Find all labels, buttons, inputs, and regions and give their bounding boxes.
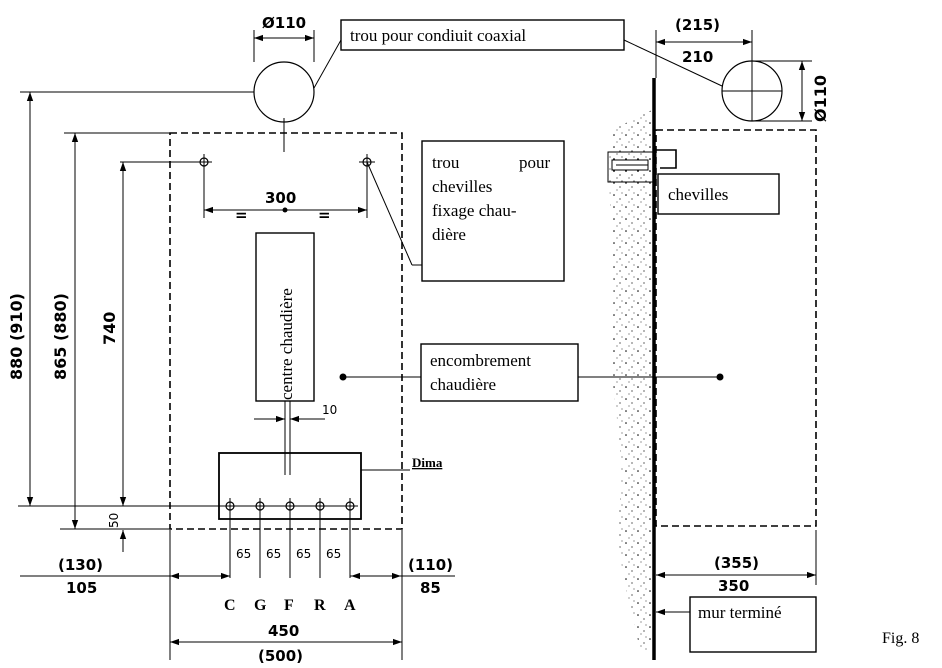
finished-wall-label: mur terminé xyxy=(698,603,782,622)
equal-mark-right: = xyxy=(318,206,331,224)
height-865: 865 (880) xyxy=(51,293,70,380)
boiler-centre-label: centre chaudière xyxy=(277,288,296,400)
wall-to-flue-top: (215) xyxy=(675,16,720,34)
connection-g: G xyxy=(254,597,267,614)
footprint-text-1: encombrement xyxy=(430,351,531,370)
wall-to-flue-bottom: 210 xyxy=(682,48,713,66)
coaxial-callout: trou pour condiuit coaxial xyxy=(313,19,723,89)
spacing-65-3: 65 xyxy=(296,547,311,561)
depth-top: (355) xyxy=(714,554,759,572)
footprint-text-2: chaudière xyxy=(430,375,496,394)
height-880: 880 (910) xyxy=(7,293,26,380)
anchor-hole-text-1: trou xyxy=(432,153,460,172)
connection-r: R xyxy=(314,597,326,614)
anchor-hole-text-2: chevilles xyxy=(432,177,492,196)
anchor-hole-text-1b: pour xyxy=(519,153,551,172)
equal-mark-left: = xyxy=(235,206,248,224)
connection-a: A xyxy=(344,597,356,614)
spacing-65-2: 65 xyxy=(266,547,281,561)
figure-label: Fig. 8 xyxy=(882,630,919,647)
right-margin-top: (110) xyxy=(408,556,453,574)
connection-c: C xyxy=(224,597,236,614)
height-740: 740 xyxy=(100,312,119,345)
footprint-callout: encombrement chaudière xyxy=(339,343,724,402)
width-450: 450 xyxy=(268,622,299,640)
spacing-65-4: 65 xyxy=(326,547,341,561)
coaxial-hole-label: trou pour condiuit coaxial xyxy=(350,26,526,45)
width-500: (500) xyxy=(258,647,303,665)
front-view: Ø110 300 = = centre chaudière 10 xyxy=(7,14,455,665)
flue-diameter-side: Ø110 xyxy=(811,75,830,122)
side-view: chevilles (215) 210 Ø110 (355) 350 mur t… xyxy=(607,16,830,660)
anchor-hole-left xyxy=(196,154,212,218)
anchor-detail xyxy=(607,149,677,183)
boiler-side-outline xyxy=(655,129,817,527)
spacing-65-1: 65 xyxy=(236,547,251,561)
flue-diameter-top: Ø110 xyxy=(262,14,306,32)
connection-f: F xyxy=(284,597,294,614)
anchors-label: chevilles xyxy=(668,185,728,204)
anchor-hole-text-3: fixage chau- xyxy=(432,201,517,220)
flue-circle-front xyxy=(253,61,315,123)
left-margin-bottom: 105 xyxy=(66,579,97,597)
template-label: Dima xyxy=(412,455,443,470)
boiler-outline xyxy=(169,132,403,530)
anchor-hole-callout: trou pour chevilles fixage chau- dière xyxy=(366,140,565,282)
boiler-centre-box xyxy=(255,232,315,402)
anchor-hole-text-4: dière xyxy=(432,225,466,244)
offset-10-dim: 10 xyxy=(322,403,337,417)
anchor-spacing-dim: 300 xyxy=(265,189,296,207)
left-margin-top: (130) xyxy=(58,556,103,574)
anchor-hole-right xyxy=(359,154,375,218)
height-50: 50 xyxy=(107,513,121,528)
connection-points xyxy=(222,498,358,578)
wall-masonry xyxy=(609,110,652,650)
right-margin-bottom: 85 xyxy=(420,579,441,597)
depth-bottom: 350 xyxy=(718,577,749,595)
